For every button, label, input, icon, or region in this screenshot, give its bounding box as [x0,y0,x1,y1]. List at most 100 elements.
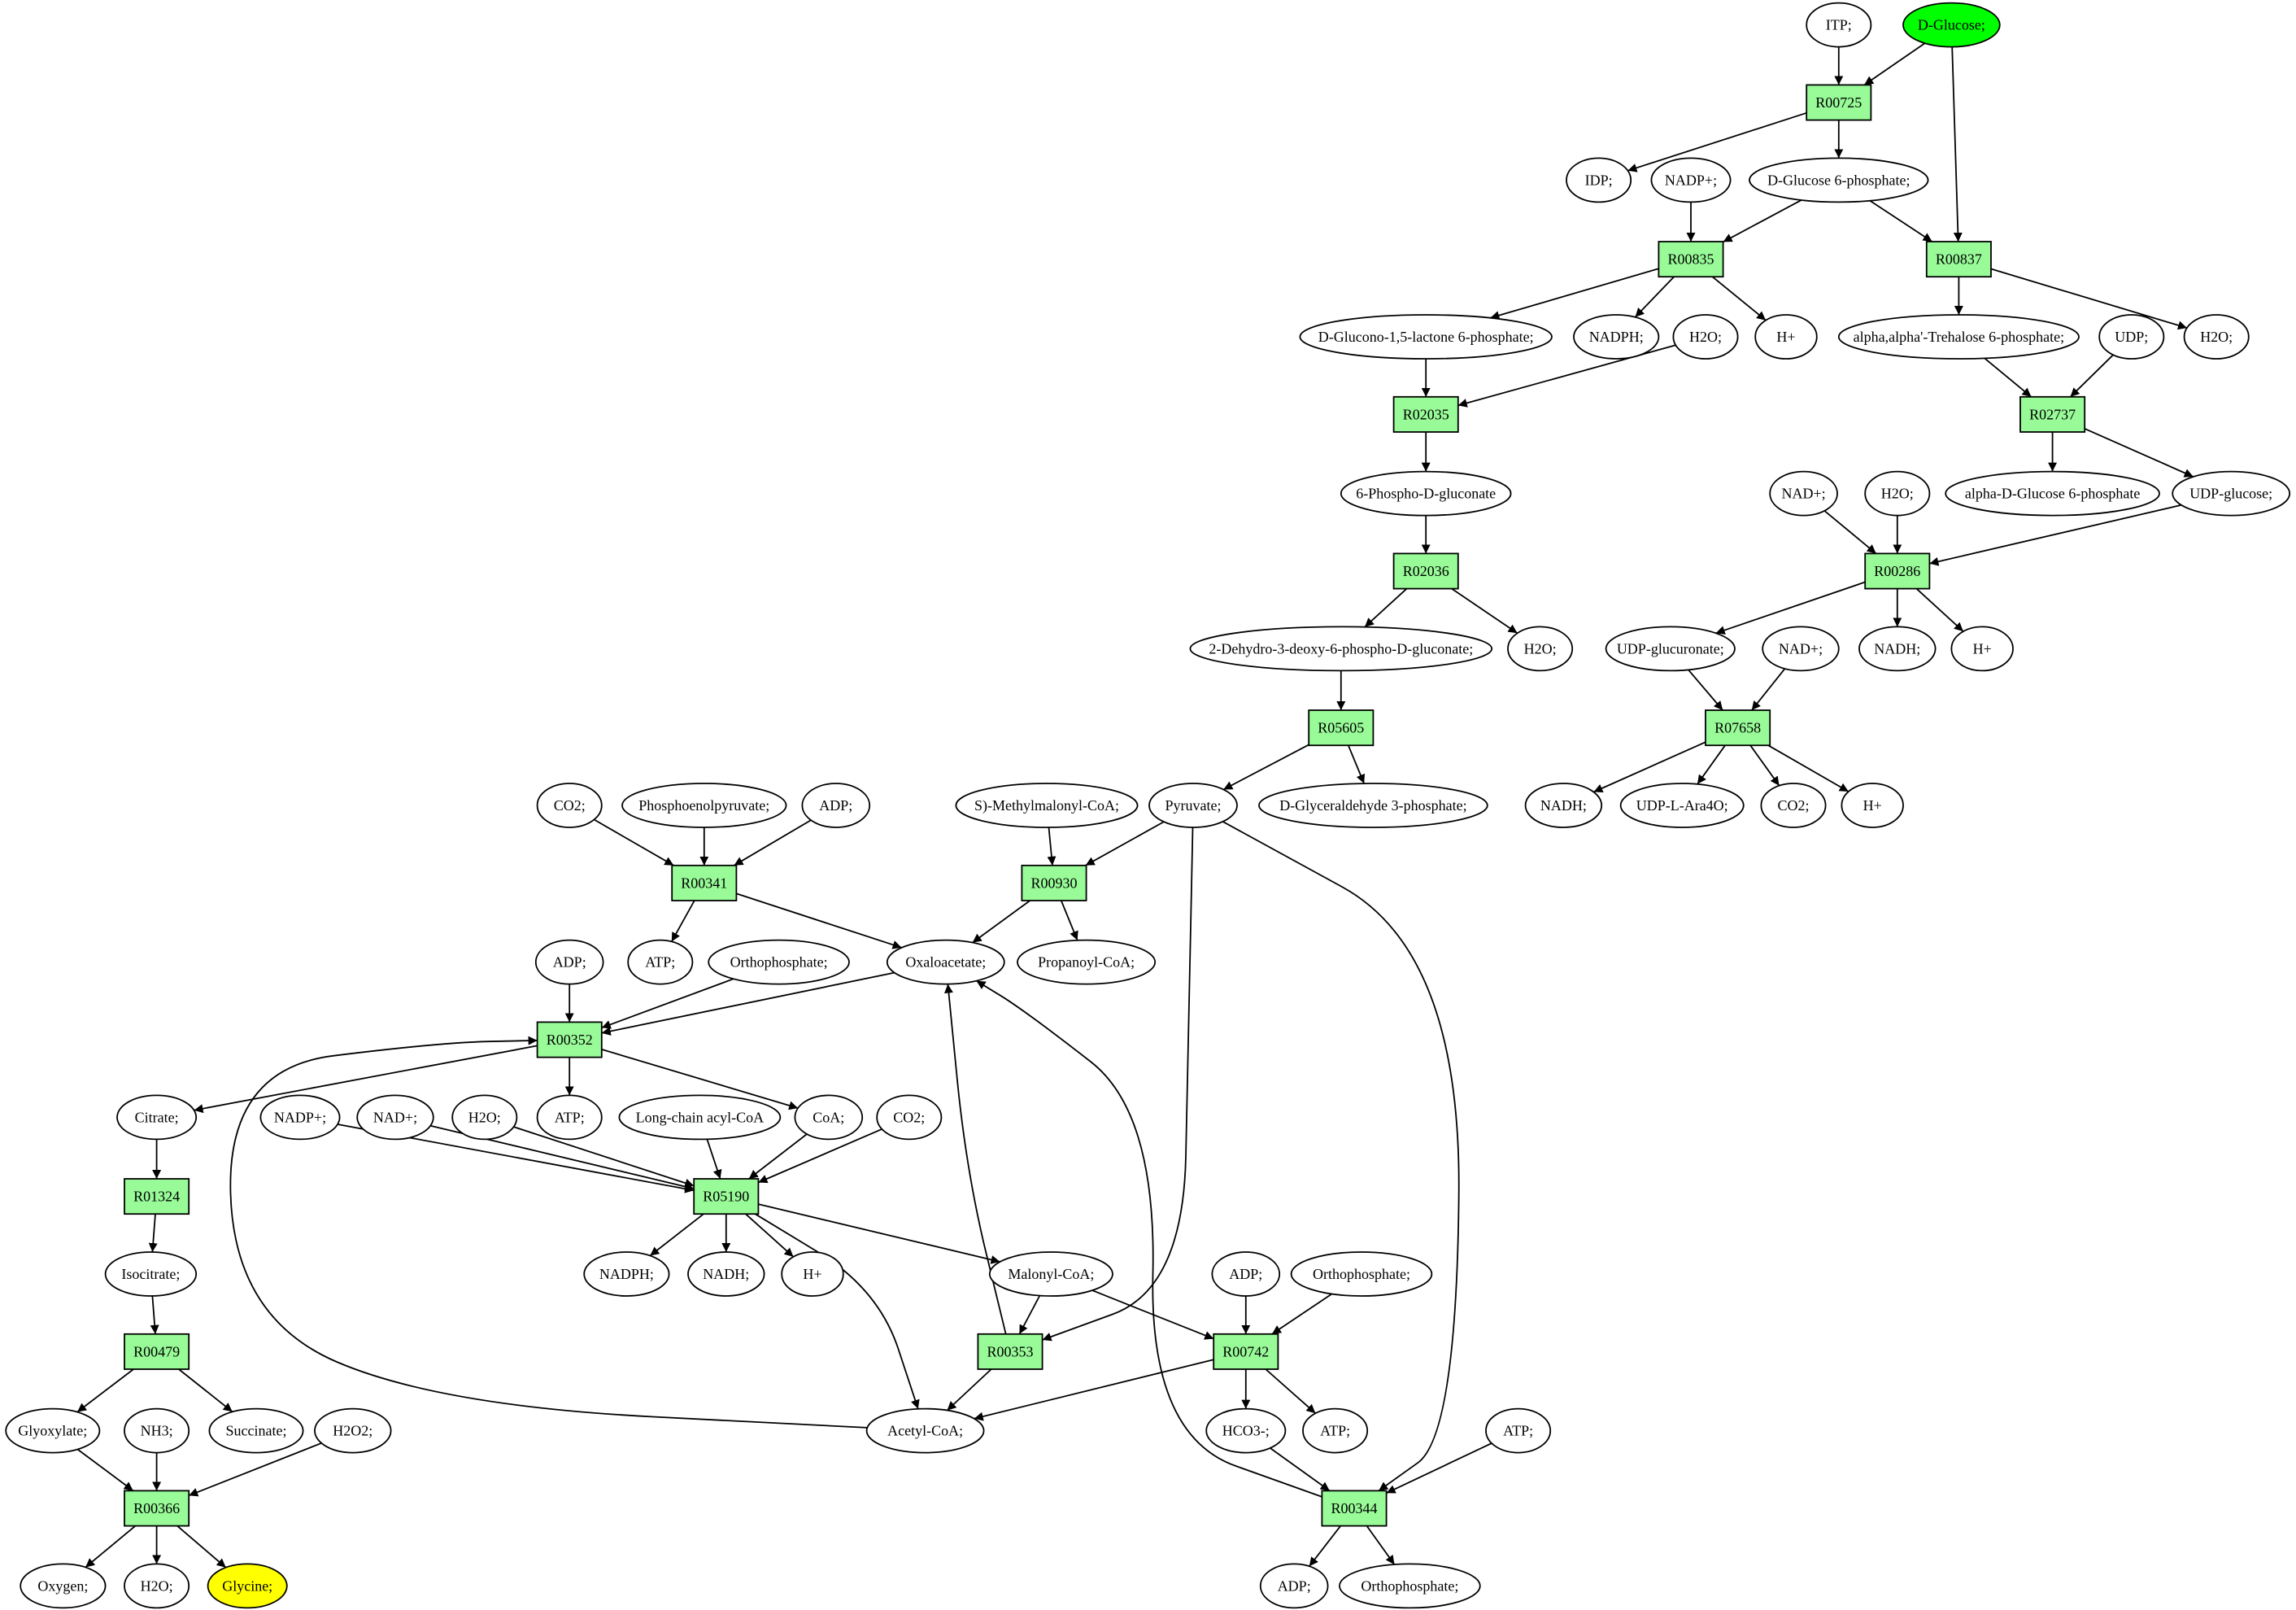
metabolite-node-n_pi2: Orthophosphate; [1290,1251,1433,1297]
edge-n_icit-to-r00479 [150,1295,159,1334]
n_adp4-label: ADP; [1278,1577,1311,1594]
r05605-label: R05605 [1318,720,1364,736]
r00353-label: R00353 [987,1343,1033,1359]
edge-r00835-to-n_h1 [1711,276,1767,321]
r05605-shape [1308,709,1375,747]
edge-n_atp4-to-r00344 [1386,1442,1492,1494]
reaction-node-r00742: R00742 [1213,1333,1279,1370]
edge-n_nad2-to-r07658 [1751,668,1786,711]
edge-n_pyr-to-r00930 [1085,821,1165,866]
n_dglc-shape [1902,2,2001,48]
metabolite-node-n_nad1: NAD+; [1769,470,1838,517]
r01324-shape [124,1178,190,1215]
n_h3-shape [1841,783,1904,828]
edge-n_h2o2b-to-r00366 [188,1442,322,1497]
n_atp1-label: ATP; [645,954,675,971]
edge-r05190-to-n_accoa [755,1213,920,1410]
n_nad1-label: NAD+; [1782,486,1826,502]
n_h2o5-shape [451,1094,518,1141]
edge-n_lcacoa-to-r05190 [706,1139,722,1180]
n_h2o2-label: H2O; [2200,329,2233,345]
edge-n_g6p-to-r00835 [1723,199,1802,243]
n_adp3-shape [1211,1251,1281,1297]
metabolite-node-n_nad3: NAD+; [356,1094,434,1141]
r00286-shape [1864,552,1931,590]
n_udp-shape [2098,314,2165,360]
edge-n_smm-to-r00930 [1047,827,1057,866]
metabolite-node-n_idp: IDP; [1566,157,1632,203]
metabolite-node-n_cit: Citrate; [116,1094,198,1141]
n_idp-shape [1566,157,1632,203]
n_dglc-label: D-Glucose; [1918,17,1985,33]
metabolite-node-n_nadph1: NADPH; [1573,314,1660,360]
edge-r02036-to-n_h2o4 [1451,587,1518,635]
n_pi3-shape [1339,1563,1481,1609]
metabolite-node-n_nh3: NH3; [124,1407,190,1454]
metabolite-node-n_coa: CoA; [794,1094,864,1141]
n_h2-label: H+ [1973,640,1992,657]
n_cit-shape [116,1094,198,1141]
r00341-shape [671,864,738,901]
metabolite-node-n_udpgca: UDP-glucuronate; [1605,626,1736,672]
n_h2o6-shape [124,1563,190,1609]
n_nadph2-shape [583,1251,670,1297]
metabolite-node-n_malcoa: Malonyl-CoA; [988,1251,1113,1297]
metabolite-node-n_h3: H+ [1841,783,1904,828]
reaction-node-r00286: R00286 [1864,552,1931,590]
n_gly-shape [207,1563,288,1609]
n_gap-shape [1258,783,1488,828]
n_adp1-shape [801,783,871,828]
metabolite-node-n_o2: Oxygen; [20,1563,107,1609]
n_adp1-label: ADP; [819,797,852,814]
n_h2-shape [1950,626,2014,672]
n_co2c-label: CO2; [893,1109,925,1125]
edge-n_malcoa-to-r00353 [1018,1295,1041,1335]
r00837-shape [1925,241,1992,278]
n_nadp2-label: NADP+; [274,1109,326,1125]
reaction-node-r00725: R00725 [1806,84,1872,121]
metabolite-node-n_h2: H+ [1950,626,2014,672]
n_nadp2-shape [259,1094,341,1141]
n_adp2-shape [534,939,604,985]
metabolite-node-n_co2c: CO2; [876,1094,943,1141]
n_6pg-label: 6-Phospho-D-gluconate [1356,486,1496,502]
reaction-node-r00352: R00352 [536,1021,603,1058]
edge-r00930-to-n_oaa [972,900,1030,944]
metabolite-node-n_nadh2: NADH; [1524,783,1603,828]
n_nadh1-shape [1858,626,1937,672]
n_atp3-shape [1302,1407,1369,1454]
n_h2o3-label: H2O; [1881,486,1914,502]
metabolite-node-n_kdpg: 2-Dehydro-3-deoxy-6-phospho-D-gluconate; [1189,626,1493,672]
n_atp4-label: ATP; [1503,1423,1533,1439]
r00353-shape [977,1333,1043,1370]
n_succ-shape [208,1407,304,1454]
metabolite-node-n_pi3: Orthophosphate; [1339,1563,1481,1609]
edge-r02737-to-n_udpglc [2084,428,2194,478]
metabolite-node-n_atp1: ATP; [627,939,694,985]
metabolite-node-n_adp3: ADP; [1211,1251,1281,1297]
n_coa-label: CoA; [813,1109,844,1125]
n_icit-shape [104,1251,198,1297]
n_o2-label: Oxygen; [37,1577,88,1594]
n_atp2-shape [536,1094,603,1141]
edge-r07658-to-n_nadh2 [1593,741,1706,793]
n_glu15l-shape [1299,314,1553,360]
r05190-shape [693,1178,760,1215]
metabolite-node-n_h2o3: H2O; [1864,470,1931,517]
edge-r00286-to-n_udpgca [1715,581,1866,635]
edge-r00835-to-n_glu15l [1490,268,1659,320]
metabolite-node-n_ag1p: alpha-D-Glucose 6-phosphate [1945,470,2160,517]
r02035-shape [1392,395,1459,433]
n_nadh2-shape [1524,783,1603,828]
edge-n_udpgca-to-r07658 [1688,669,1723,711]
n_nadp1-label: NADP+; [1665,172,1717,188]
n_pi1-label: Orthophosphate; [730,954,828,971]
n_co2b-shape [1760,783,1827,828]
edge-n_oaa-to-r00352 [601,971,895,1036]
reaction-node-r07658: R07658 [1705,709,1771,747]
n_idp-label: IDP; [1585,172,1613,188]
reaction-node-r00341: R00341 [671,864,738,901]
r02036-shape [1392,552,1459,590]
edge-r00835-to-n_nadph1 [1634,276,1675,318]
edge-r05190-to-n_malcoa [758,1203,1000,1264]
